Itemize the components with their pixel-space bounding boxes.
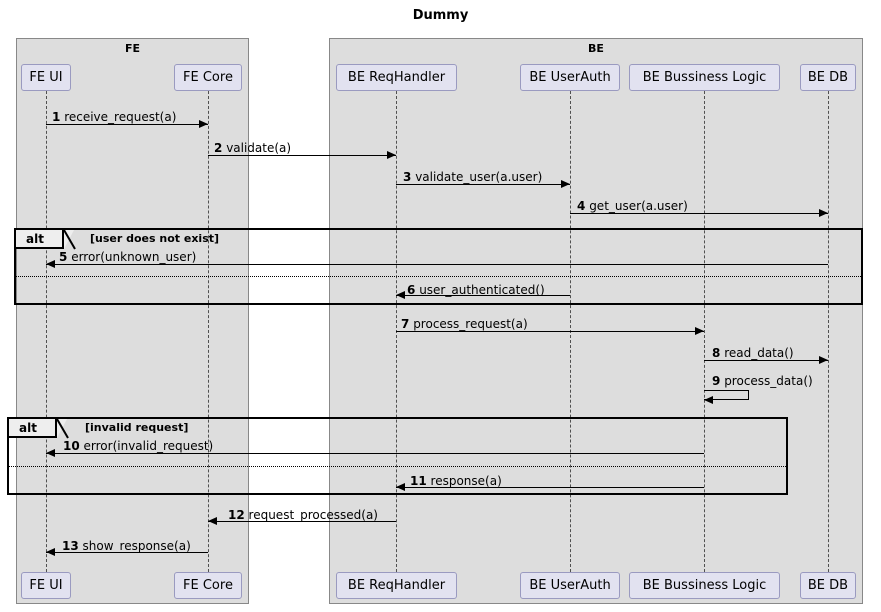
fragment-divider-alt2: [9, 466, 786, 467]
message-label-8: 8 read_data(): [712, 346, 794, 360]
arrowhead-2: [387, 151, 396, 159]
message-number-12: 12: [228, 508, 245, 522]
message-label-13: 13 show_response(a): [62, 539, 191, 553]
message-line-4: [570, 213, 828, 214]
participant-footer-fecore[interactable]: FE Core: [174, 572, 242, 599]
participant-footer-bedb[interactable]: BE DB: [800, 572, 856, 599]
arrowhead-1: [199, 120, 208, 128]
message-line-11: [396, 487, 704, 488]
message-number-9: 9: [712, 374, 721, 388]
lifeline-bebl: [704, 91, 705, 572]
group-label-be: BE: [588, 42, 604, 55]
message-text-8: read_data(): [724, 346, 794, 360]
message-number-6: 6: [407, 283, 416, 297]
message-label-5: 5 error(unknown_user): [59, 250, 196, 264]
message-number-8: 8: [712, 346, 721, 360]
message-text-6: user_authenticated(): [419, 283, 545, 297]
diagram-title: Dummy: [412, 8, 469, 23]
message-line-5: [46, 264, 828, 265]
message-label-4: 4 get_user(a.user): [577, 199, 688, 213]
message-text-9: process_data(): [724, 374, 813, 388]
message-text-11: response(a): [430, 474, 502, 488]
message-label-9: 9 process_data(): [712, 374, 813, 388]
arrowhead-4: [819, 209, 828, 217]
message-label-11: 11 response(a): [410, 474, 502, 488]
arrowhead-5: [46, 260, 55, 268]
lifeline-bedb: [828, 91, 829, 572]
message-number-4: 4: [577, 199, 586, 213]
message-text-13: show_response(a): [82, 539, 191, 553]
fragment-divider-alt1: [16, 276, 861, 277]
participant-group-fe: FE: [16, 38, 249, 604]
participant-header-bedb[interactable]: BE DB: [800, 64, 856, 91]
message-text-7: process_request(a): [413, 317, 528, 331]
message-number-11: 11: [410, 474, 427, 488]
message-line-7: [396, 331, 704, 332]
message-number-1: 1: [52, 110, 61, 124]
participant-footer-bereq[interactable]: BE ReqHandler: [336, 572, 457, 599]
message-label-10: 10 error(invalid_request): [63, 439, 213, 453]
fragment-guard-alt1: [user does not exist]: [90, 232, 220, 245]
participant-header-feui[interactable]: FE UI: [21, 64, 71, 91]
participant-header-fecore[interactable]: FE Core: [174, 64, 242, 91]
participant-group-be: BE: [329, 38, 863, 604]
message-line-13: [46, 552, 208, 553]
message-line-3: [396, 184, 570, 185]
fragment-alt1: [14, 228, 863, 305]
arrowhead-12: [208, 517, 217, 525]
message-label-3: 3 validate_user(a.user): [403, 170, 542, 184]
arrowhead-11: [396, 483, 405, 491]
arrowhead-8: [819, 356, 828, 364]
message-text-4: get_user(a.user): [589, 199, 688, 213]
participant-footer-feui[interactable]: FE UI: [21, 572, 71, 599]
message-number-13: 13: [62, 539, 79, 553]
group-label-fe: FE: [124, 42, 141, 55]
self-message-9: [704, 390, 749, 400]
message-label-12: 12 request_processed(a): [228, 508, 378, 522]
message-number-2: 2: [214, 141, 223, 155]
arrowhead-6: [396, 291, 405, 299]
participant-footer-bebl[interactable]: BE Bussiness Logic: [629, 572, 780, 599]
message-label-7: 7 process_request(a): [401, 317, 528, 331]
fragment-guard-alt2: [invalid request]: [85, 421, 189, 434]
message-text-1: receive_request(a): [64, 110, 177, 124]
message-label-2: 2 validate(a): [214, 141, 291, 155]
participant-header-bebl[interactable]: BE Bussiness Logic: [629, 64, 780, 91]
message-line-12: [208, 521, 396, 522]
message-text-3: validate_user(a.user): [415, 170, 543, 184]
message-text-12: request_processed(a): [248, 508, 378, 522]
message-label-1: 1 receive_request(a): [52, 110, 176, 124]
message-text-2: validate(a): [226, 141, 292, 155]
lifeline-fecore: [208, 91, 209, 572]
participant-header-beauth[interactable]: BE UserAuth: [520, 64, 620, 91]
message-line-8: [704, 360, 828, 361]
fragment-alt2: [7, 417, 788, 495]
message-line-6: [396, 295, 570, 296]
message-line-2: [208, 155, 396, 156]
lifeline-feui: [46, 91, 47, 572]
message-number-3: 3: [403, 170, 412, 184]
participant-footer-beauth[interactable]: BE UserAuth: [520, 572, 620, 599]
message-number-5: 5: [59, 250, 68, 264]
message-text-5: error(unknown_user): [71, 250, 197, 264]
participant-header-bereq[interactable]: BE ReqHandler: [336, 64, 457, 91]
message-line-10: [46, 453, 704, 454]
message-number-7: 7: [401, 317, 410, 331]
fragment-operator-alt1: alt: [16, 230, 64, 249]
arrowhead-3: [561, 180, 570, 188]
message-text-10: error(invalid_request): [83, 439, 214, 453]
arrowhead-10: [46, 449, 55, 457]
fragment-tab-corner-edge-alt2: [56, 418, 69, 439]
arrowhead-7: [695, 327, 704, 335]
arrowhead-9: [704, 396, 713, 404]
message-label-6: 6 user_authenticated(): [407, 283, 545, 297]
message-line-1: [46, 124, 208, 125]
fragment-operator-alt2: alt: [9, 419, 57, 438]
message-number-10: 10: [63, 439, 80, 453]
arrowhead-13: [46, 548, 55, 556]
fragment-tab-corner-edge-alt1: [63, 229, 76, 250]
